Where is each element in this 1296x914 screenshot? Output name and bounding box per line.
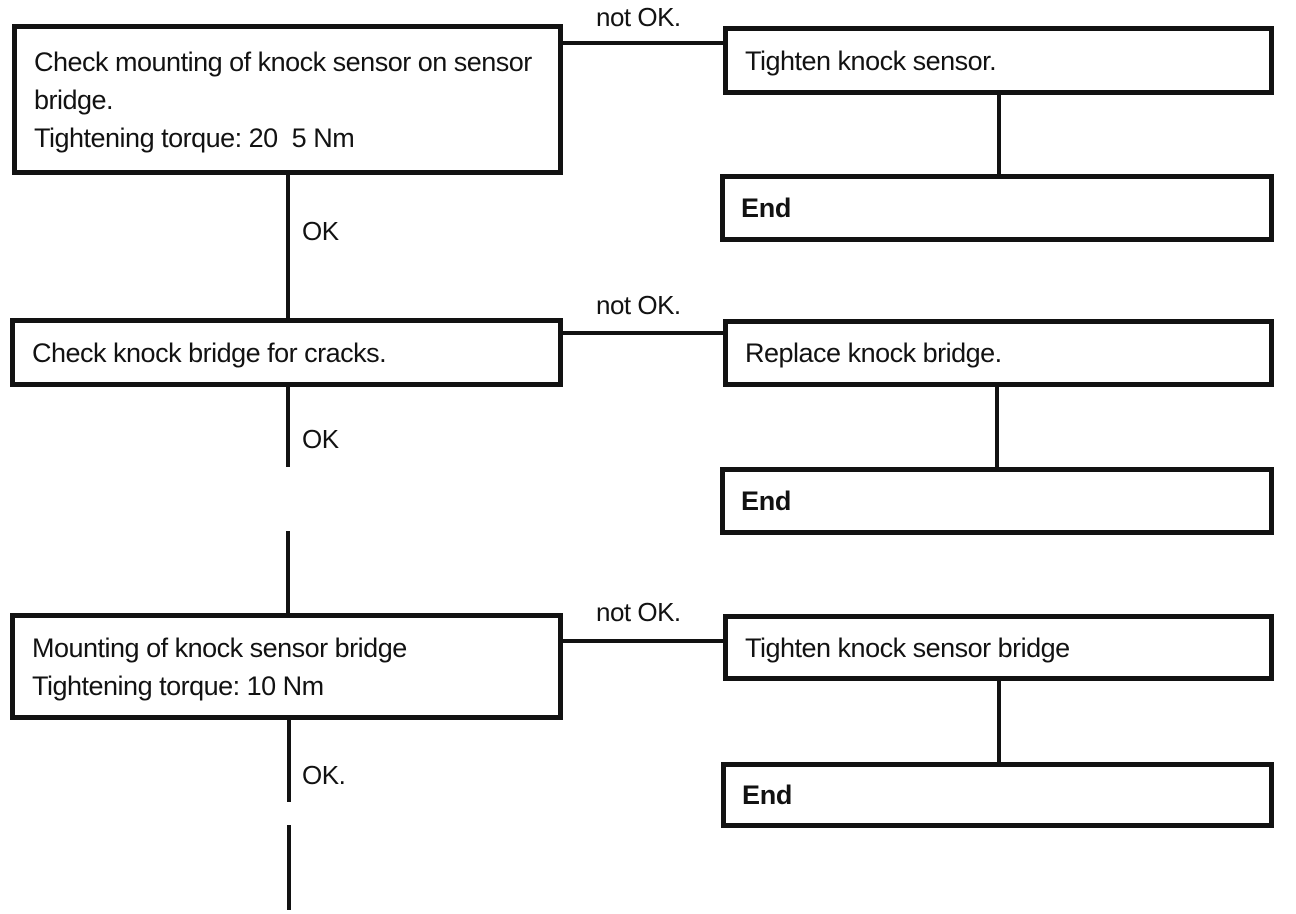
step-text-line: Tightening torque: 20 5 Nm [34, 122, 355, 153]
connector-ok-3-upper-segment [287, 719, 291, 802]
connector-not-ok-2 [563, 331, 723, 335]
step-box-check-knock-bridge-cracks: Check knock bridge for cracks. [10, 318, 563, 387]
edge-label-not-ok-1: not OK. [596, 2, 681, 32]
end-text: End [741, 192, 792, 223]
action-text: Replace knock bridge. [745, 338, 1002, 368]
end-box-1: End [720, 174, 1274, 242]
action-text: Tighten knock sensor. [745, 45, 997, 76]
step-text-line: bridge. [34, 84, 114, 115]
step-text-line: Mounting of knock sensor bridge [32, 632, 407, 663]
connector-ok-2-lower-segment [286, 531, 290, 615]
action-box-replace-knock-bridge: Replace knock bridge. [723, 319, 1274, 387]
step-text-line: Tightening torque: 10 Nm [32, 670, 324, 701]
edge-label-ok-2: OK [302, 424, 339, 454]
step-text-line: Check knock bridge for cracks. [32, 337, 387, 368]
connector-not-ok-3 [563, 639, 723, 643]
end-box-2: End [720, 467, 1274, 535]
edge-label-ok-1: OK [302, 216, 339, 246]
connector-action-to-end-3 [997, 679, 1001, 764]
step-box-knock-sensor-bridge-mounting: Mounting of knock sensor bridge Tighteni… [10, 613, 563, 720]
end-box-3: End [721, 762, 1274, 828]
action-box-tighten-knock-sensor-bridge: Tighten knock sensor bridge [723, 614, 1274, 681]
step-text-line: Check mounting of knock sensor on sensor [34, 46, 532, 77]
connector-action-to-end-2 [995, 385, 999, 469]
action-text: Tighten knock sensor bridge [745, 632, 1070, 663]
edge-label-not-ok-2: not OK. [596, 290, 681, 320]
connector-ok-3-lower-segment [287, 825, 291, 910]
end-text: End [742, 779, 793, 810]
connector-ok-1 [286, 174, 290, 320]
step-box-check-knock-sensor-mounting: Check mounting of knock sensor on sensor… [12, 24, 563, 175]
connector-action-to-end-1 [997, 93, 1001, 176]
edge-label-ok-3: OK. [302, 760, 346, 790]
edge-label-not-ok-3: not OK. [596, 597, 681, 627]
connector-ok-2-upper-segment [286, 385, 290, 467]
end-text: End [741, 485, 792, 516]
connector-not-ok-1 [563, 41, 723, 45]
action-box-tighten-knock-sensor: Tighten knock sensor. [723, 26, 1274, 95]
